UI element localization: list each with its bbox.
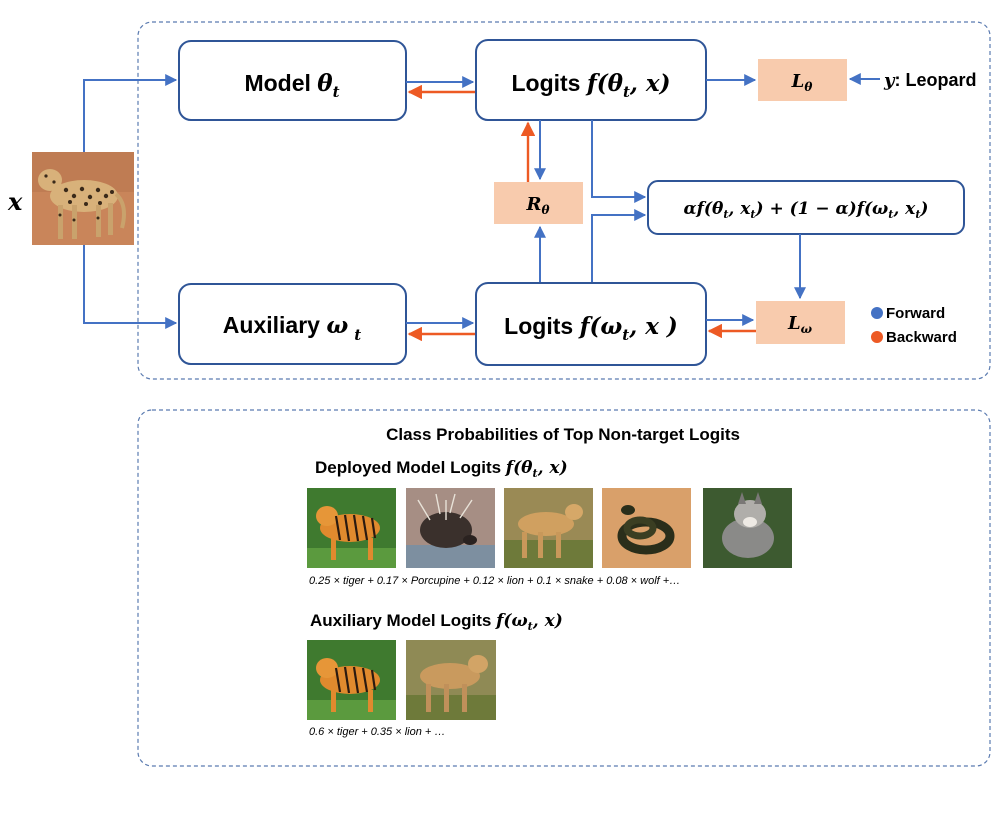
arrow-x-to-auxiliary <box>83 245 178 329</box>
reg-label: Rθ <box>526 194 550 217</box>
bottom-title: Class Probabilities of Top Non-target Lo… <box>386 425 740 444</box>
input-x-label: x <box>7 187 23 216</box>
aux-tiger-image <box>307 640 396 720</box>
auxiliary-caption: 0.6 × tiger + 0.35 × lion + … <box>309 726 445 738</box>
porcupine-image <box>406 488 495 568</box>
reg-box <box>494 182 583 224</box>
target-label: y: Leopard <box>883 70 976 91</box>
logits-omega-label: Logits f(ωt, x ) <box>504 313 678 344</box>
tiger-image <box>307 488 396 568</box>
logits-theta-label: Logits f(θt, x) <box>511 70 670 101</box>
legend-backward-label: Backward <box>886 329 957 346</box>
arrow-logits-omega-to-mixture <box>591 209 647 283</box>
legend-forward-label: Forward <box>886 305 945 322</box>
model-box <box>178 40 407 121</box>
arrow-x-to-model <box>83 74 178 152</box>
model-label: Model θt <box>244 70 339 101</box>
deployed-heading: Deployed Model Logits f(θt, x) <box>315 458 568 480</box>
legend-backward-dot <box>871 331 883 343</box>
deployed-caption: 0.25 × tiger + 0.17 × Porcupine + 0.12 ×… <box>309 575 680 587</box>
loss-theta-label: Lθ <box>791 71 813 94</box>
wolf-image <box>703 488 792 568</box>
loss-omega-label: Lω <box>787 313 813 336</box>
loss-theta-box <box>758 59 847 101</box>
loss-omega-box <box>756 301 845 344</box>
top-panel <box>137 21 991 380</box>
lion-image <box>504 488 593 568</box>
logits-omega-box <box>475 282 707 366</box>
snake-image <box>602 488 691 568</box>
bottom-panel <box>137 409 991 767</box>
auxiliary-heading: Auxiliary Model Logits f(ωt, x) <box>310 611 563 633</box>
arrow-logits-theta-to-mixture <box>591 120 647 203</box>
mixture-label: αf(θt, xt) + (1 − α)f(ωt, xt) <box>684 199 929 221</box>
leopard-image <box>32 152 134 245</box>
legend-forward-dot <box>871 307 883 319</box>
aux-lion-image <box>406 640 496 720</box>
mixture-box <box>647 180 965 235</box>
